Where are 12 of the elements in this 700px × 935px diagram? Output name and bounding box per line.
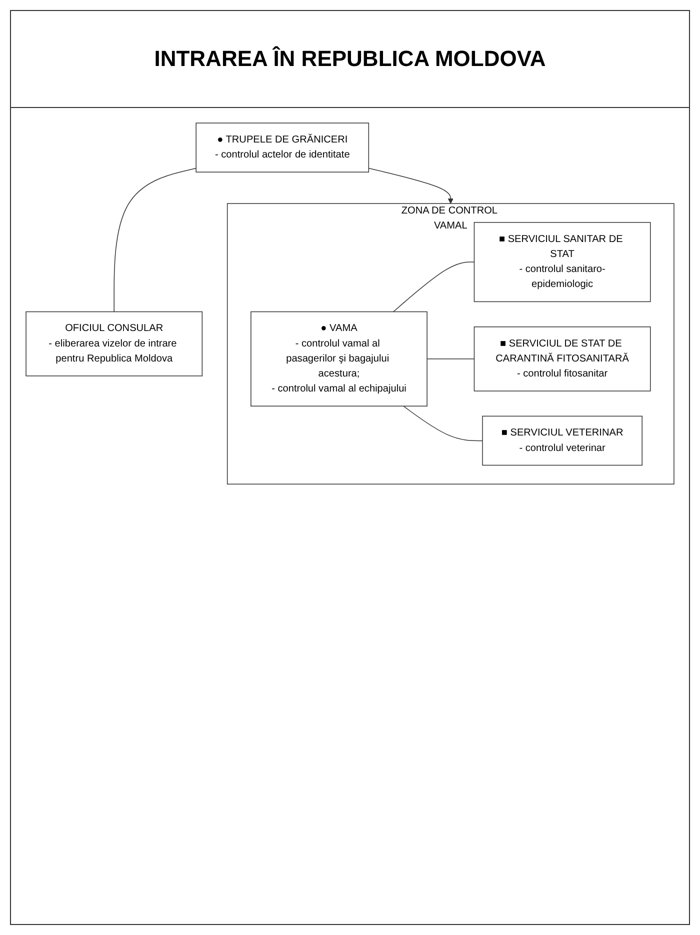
node-box: ● VAMA - controlul vamal al pasagerilor şi bagajului acestura; - controlul vamal al echipajului bbox=[250, 311, 428, 406]
connector bbox=[114, 168, 196, 312]
connector bbox=[403, 406, 483, 442]
node-box: ● TRUPELE DE GRĂNICERI - controlul actelor de identitate bbox=[196, 122, 370, 172]
node-box: ■ SERVICIUL VETERINAR - controlul veterinar bbox=[482, 416, 642, 466]
diagram-title: INTRAREA ÎN REPUBLICA MOLDOVA bbox=[11, 11, 689, 108]
node-box: ■ SERVICIUL SANITAR DE STAT - controlul sanitaro-epidemiologic bbox=[474, 222, 651, 302]
node-box: OFICIUL CONSULAR - eliberarea vizelor de intrare pentru Republica Moldova bbox=[26, 311, 203, 376]
connector bbox=[426, 358, 475, 360]
node-box: ■ SERVICIUL DE STAT DE CARANTINĂ FITOSANITARĂ - controlul fitosanitar bbox=[474, 326, 651, 392]
arrow bbox=[368, 168, 454, 204]
connector bbox=[393, 262, 475, 312]
